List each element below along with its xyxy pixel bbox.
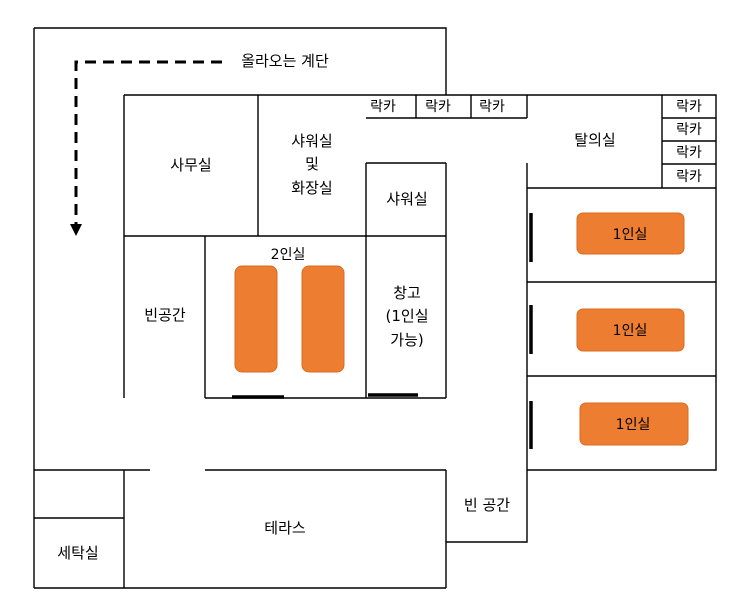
walls <box>33 27 717 589</box>
locker-right-2: 락카 <box>676 122 702 138</box>
locker-right-4: 락카 <box>676 169 702 185</box>
office-label: 사무실 <box>170 156 211 174</box>
bed-single-1 <box>576 212 685 255</box>
storage-label-1: 창고 <box>393 284 421 302</box>
stairs-label: 올라오는 계단 <box>241 52 329 70</box>
stairs-arrow <box>70 60 222 236</box>
single-room-label-3: 1인실 <box>616 417 651 433</box>
locker-top-3: 락카 <box>479 99 505 115</box>
empty-right-label: 빈 공간 <box>464 496 510 514</box>
bed-single-2 <box>576 308 685 352</box>
empty-left-label: 빈공간 <box>144 306 186 324</box>
doors <box>232 213 533 449</box>
storage-label-3: 가능) <box>390 331 423 349</box>
locker-top-2: 락카 <box>425 99 451 115</box>
labels: 올라오는 계단 사무실 샤워실 및 화장실 샤워실 탈의실 2인실 빈공간 창고… <box>57 52 702 562</box>
bed-double-right <box>301 265 345 373</box>
terrace-label: 테라스 <box>264 519 306 537</box>
laundry-label: 세탁실 <box>57 544 98 562</box>
single-room-label-2: 1인실 <box>613 323 648 339</box>
single-room-label-1: 1인실 <box>613 227 648 243</box>
beds <box>234 212 689 446</box>
locker-right-3: 락카 <box>676 145 702 161</box>
locker-top-1: 락카 <box>370 99 396 115</box>
storage-label-2: (1인실 <box>386 307 429 325</box>
locker-right-1: 락카 <box>676 99 702 115</box>
bed-double-left <box>234 265 278 373</box>
double-room-label: 2인실 <box>271 247 306 263</box>
shower-room-label-1: 샤워실 <box>291 132 332 150</box>
shower-room-label-2: 및 <box>305 155 319 173</box>
shower-room-label-3: 화장실 <box>291 179 332 197</box>
dressing-label: 탈의실 <box>574 131 615 149</box>
shower-label: 샤워실 <box>386 190 427 208</box>
bed-single-3 <box>579 402 689 446</box>
